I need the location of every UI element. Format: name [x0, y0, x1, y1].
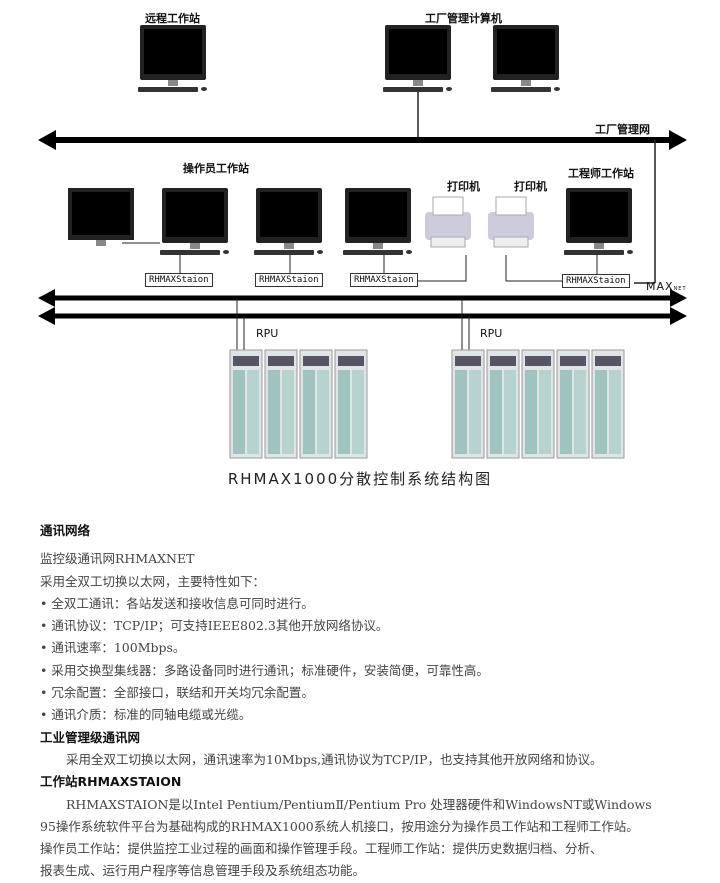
plant-network-bus	[38, 130, 687, 150]
label-plant-computer: 工厂管理计算机	[425, 12, 502, 25]
heading-workstation: 工作站RHMAXSTAION	[40, 774, 182, 790]
station-box-3: RHMAXStaion	[350, 273, 418, 287]
bullet-item: • 采用交换型集线器：多路设备同时进行通讯；标准硬件，安装简便，可靠性高。	[40, 662, 489, 678]
workstation-text-4: 报表生成、运行用户程序等信息管理手段及系统组态功能。	[40, 863, 366, 879]
label-remote: 远程工作站	[145, 12, 200, 25]
intro-text: 采用全双工切换以太网，主要特性如下：	[40, 573, 266, 589]
engineer-station	[564, 188, 633, 255]
workstation-text-1: RHMAXSTAION是以Intel Pentium/PentiumⅡ/Pent…	[66, 796, 652, 812]
bullet-item: • 全双工通讯：各站发送和接收信息可同时进行。	[40, 595, 314, 611]
operator-station-2	[254, 188, 323, 255]
label-operator: 操作员工作站	[183, 162, 249, 175]
label-printer-1: 打印机	[447, 180, 480, 193]
architecture-diagram	[38, 25, 687, 459]
label-engineer: 工程师工作站	[568, 167, 634, 180]
label-rpu-1: RPU	[256, 327, 279, 340]
max-net-bus	[38, 289, 687, 325]
printer-2	[487, 196, 535, 248]
station-box-4: RHMAXStaion	[562, 274, 630, 288]
workstation-text-2: 95操作系统软件平台为基础构成的RHMAX1000系统人机接口，按用途分为操作员…	[40, 818, 639, 834]
subheading-rhmaxnet: 监控级通讯网RHMAXNET	[40, 551, 195, 567]
plant-computer-2	[491, 25, 560, 92]
station-box-1: RHMAXStaion	[145, 273, 213, 287]
station-box-2: RHMAXStaion	[255, 273, 323, 287]
bullet-item: • 通讯速率：100Mbps。	[40, 640, 186, 656]
operator-station-3	[343, 188, 412, 255]
printer-1	[424, 196, 472, 248]
bullet-item: • 冗余配置：全部接口，联结和开关均冗余配置。	[40, 685, 314, 701]
bullet-item: • 通讯介质：标准的同轴电缆或光缆。	[40, 707, 252, 723]
bullet-item: • 通讯协议：TCP/IP；可支持IEEE802.3其他开放网络协议。	[40, 618, 389, 634]
label-plant-net: 工厂管理网	[595, 123, 650, 136]
operator-station-1	[160, 188, 229, 255]
label-printer-2: 打印机	[514, 180, 547, 193]
diagram-caption: RHMAX1000分散控制系统结构图	[227, 470, 493, 488]
label-maxnet: MAXNET	[646, 280, 687, 293]
workstation-text-3: 操作员工作站：提供监控工业过程的画面和操作管理手段。工程师工作站：提供历史数据归…	[40, 841, 603, 857]
heading-comm-network: 通讯网络	[40, 523, 91, 538]
industrial-net-text: 采用全双工切换以太网，通讯速率为10Mbps,通讯协议为TCP/IP，也支持其他…	[66, 751, 603, 767]
rpu-cabinets-2	[451, 349, 625, 459]
body-text: 通讯网络 监控级通讯网RHMAXNET 采用全双工切换以太网，主要特性如下： •…	[40, 520, 700, 883]
heading-industrial-net: 工业管理级通讯网	[40, 729, 141, 745]
rpu-cabinets-1	[229, 349, 368, 459]
operator-monitor-aux	[68, 188, 134, 246]
plant-computer-1	[383, 25, 452, 92]
remote-workstation	[138, 25, 207, 92]
label-rpu-2: RPU	[480, 327, 503, 340]
